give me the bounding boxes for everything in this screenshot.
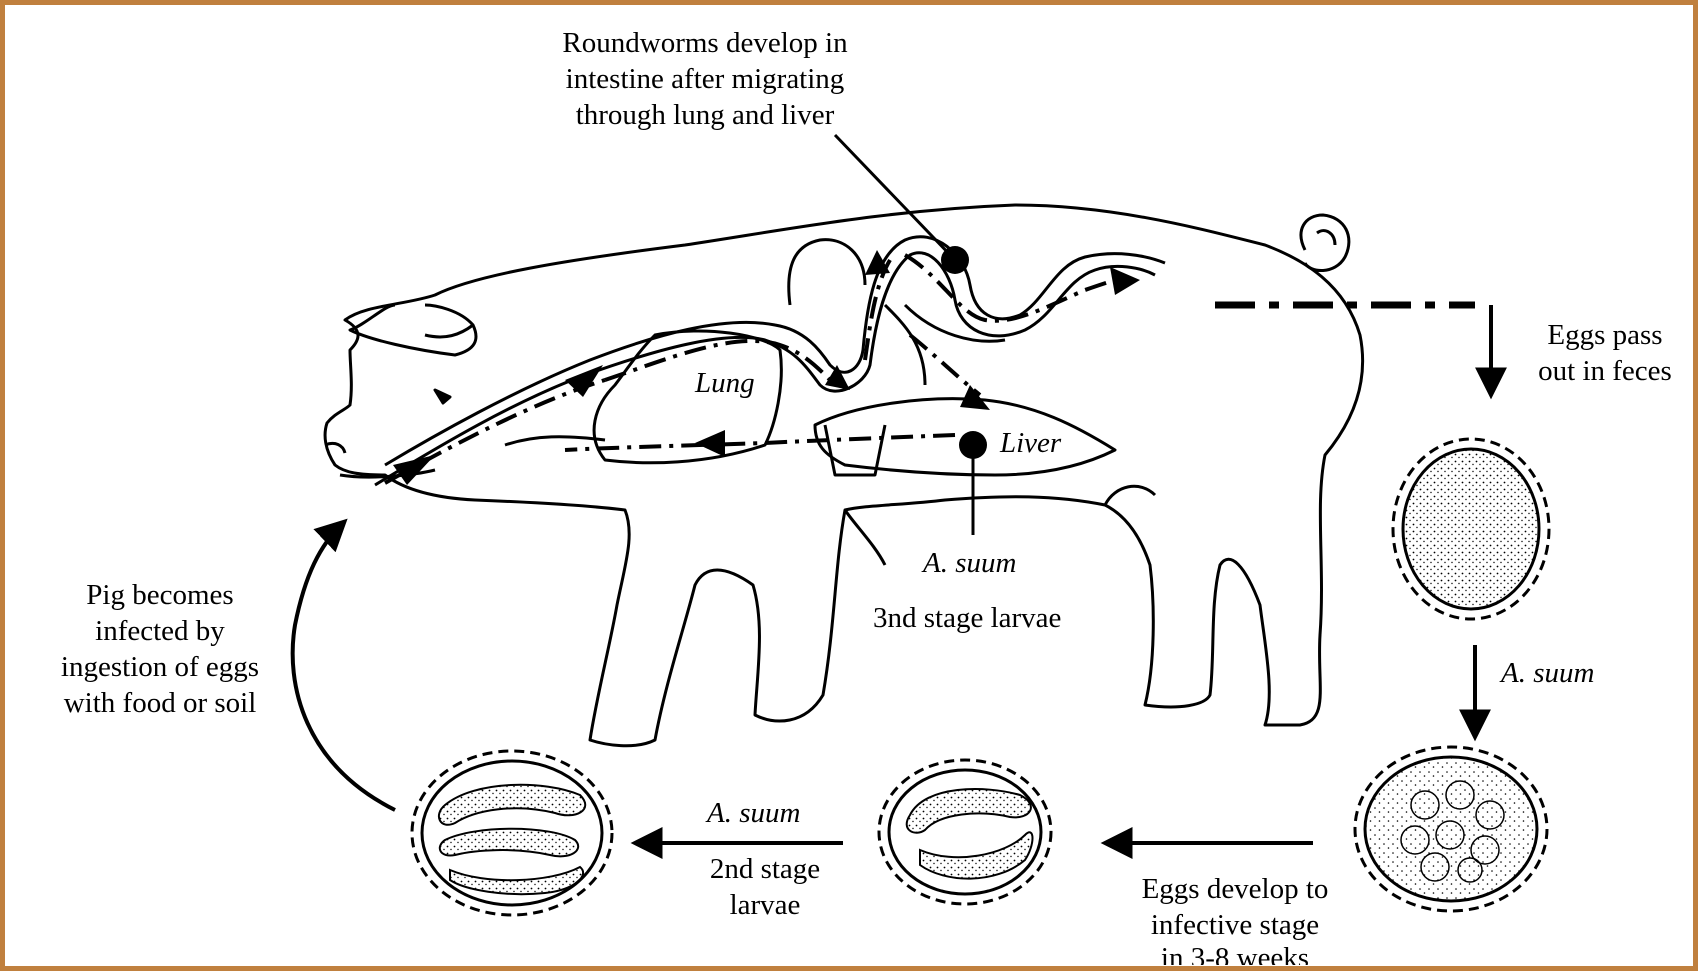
eggs-pass-line-1: Eggs pass	[1525, 317, 1685, 353]
third-stage-label: 3nd stage larvae	[873, 600, 1061, 636]
eggs-pass-line-2: out in feces	[1525, 353, 1685, 389]
life-cycle-diagram	[5, 5, 1698, 976]
right-species-label: A. suum	[1501, 655, 1594, 691]
pig-infected-line-2: infected by	[35, 613, 285, 649]
egg-infective	[412, 751, 612, 915]
egg-unembryonated	[1393, 439, 1549, 619]
roundworms-label: Roundworms develop in intestine after mi…	[535, 25, 875, 133]
liver-label: Liver	[1000, 425, 1061, 461]
eggs-develop-line-3: in 3-8 weeks	[1115, 943, 1355, 965]
eggs-develop-line-1: Eggs develop to	[1115, 871, 1355, 907]
roundworms-line-3: through lung and liver	[535, 97, 875, 133]
bottom-species-label: A. suum	[707, 795, 800, 831]
second-stage-label: 2nd stage larvae	[685, 851, 845, 923]
eggs-develop-label: Eggs develop to infective stage in 3-8 w…	[1115, 871, 1355, 965]
eggs-pass-label: Eggs pass out in feces	[1525, 317, 1685, 389]
second-stage-line-1: 2nd stage	[685, 851, 845, 887]
eggs-develop-line-2: infective stage	[1115, 907, 1355, 943]
pig-infected-line-1: Pig becomes	[35, 577, 285, 613]
intestine-marker	[941, 246, 969, 274]
second-stage-line-2: larvae	[685, 887, 845, 923]
egg-second-stage-larvae	[879, 760, 1051, 904]
arrow-ingestion	[293, 523, 395, 810]
pig-infected-line-4: with food or soil	[35, 685, 285, 721]
pig-infected-line-3: ingestion of eggs	[35, 649, 285, 685]
larvae-species-label: A. suum	[923, 545, 1016, 581]
roundworm-pointer-line	[835, 135, 955, 260]
roundworms-line-2: intestine after migrating	[535, 61, 875, 97]
cycle-arrows	[293, 305, 1491, 843]
roundworms-line-1: Roundworms develop in	[535, 25, 875, 61]
egg-developing	[1355, 747, 1547, 911]
liver-marker	[959, 431, 987, 459]
lung-label: Lung	[695, 365, 755, 401]
pig-infected-label: Pig becomes infected by ingestion of egg…	[35, 577, 285, 721]
